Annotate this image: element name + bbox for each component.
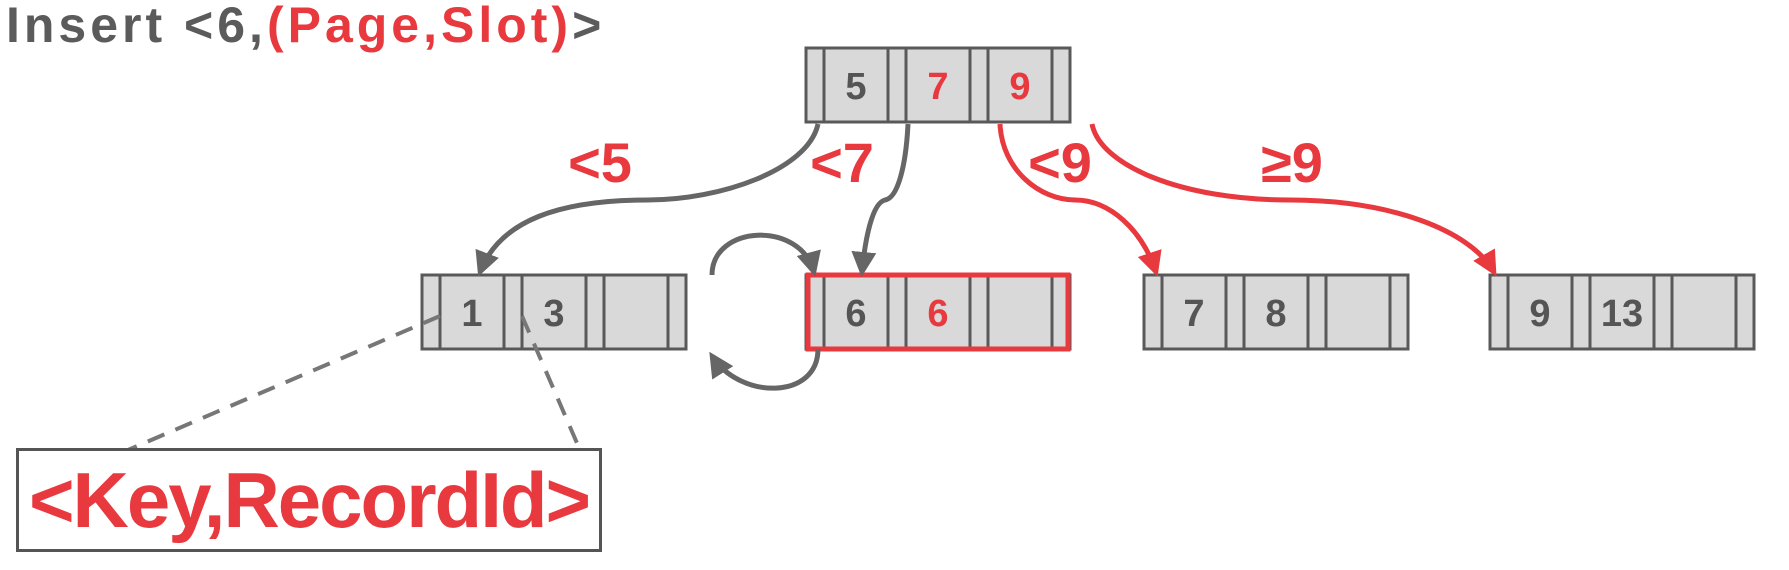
title-highlight: (Page,Slot) — [266, 0, 573, 53]
leaf-node-3-key-label: 8 — [1265, 293, 1286, 335]
leaf-node-4-pointer-slot — [1652, 273, 1674, 351]
leaf-node-1-pointer-slot — [502, 273, 524, 351]
edge-lt9 — [997, 123, 1162, 277]
leaf-node-1-pointer-slot — [420, 273, 442, 351]
leaf-node-1-key-cell — [520, 273, 588, 351]
legend-label: <Key,RecordId> — [28, 455, 591, 544]
leaf-node-2-key-cell — [986, 273, 1054, 351]
leaf-node-4-key-label: 9 — [1529, 293, 1550, 335]
entry-dashed-line-left — [127, 314, 441, 452]
edge-lt5 — [475, 123, 821, 277]
leaf-node-3-key-label: 7 — [1183, 293, 1204, 335]
leaf-node-3-pointer-slot — [1142, 273, 1164, 351]
leaf-node-1-pointer-slot — [666, 273, 688, 351]
root-node-key-cell — [822, 46, 890, 124]
leaf-node-4-key-cell — [1670, 273, 1738, 351]
root-node-pointer-slot — [804, 46, 826, 124]
leaf-node-3-pointer-slot — [1306, 273, 1328, 351]
leaf-node-4-pointer-slot — [1570, 273, 1592, 351]
root-node-pointer-slot — [1050, 46, 1072, 124]
entry-dashed-line-right — [520, 315, 582, 451]
sibling-prev-arrow — [709, 348, 821, 391]
page-title: Insert <6,(Page,Slot)> — [6, 0, 605, 54]
leaf-node-1-key-label: 3 — [543, 293, 564, 335]
leaf-node-3-pointer-slot — [1388, 273, 1410, 351]
leaf-node-3-key-cell — [1160, 273, 1228, 351]
root-node-pointer-slot — [886, 46, 908, 124]
edge-label: <5 — [568, 131, 632, 194]
leaf-node-2-key-label: 6 — [845, 293, 866, 335]
title-prefix: Insert <6, — [6, 0, 267, 53]
leaf-node-1-key-cell — [438, 273, 506, 351]
leaf-node-1-key-label: 1 — [461, 293, 482, 335]
leaf-node-1-pointer-slot — [584, 273, 606, 351]
root-node-key-label: 7 — [927, 66, 948, 108]
leaf-node-2-pointer-slot — [886, 273, 908, 351]
leaf-node-4-pointer-slot — [1488, 273, 1510, 351]
root-node-key-label: 9 — [1009, 66, 1030, 108]
leaf-node-3-key-cell — [1324, 273, 1392, 351]
edge-label: ≥9 — [1261, 131, 1323, 194]
leaf-node-3-pointer-slot — [1224, 273, 1246, 351]
sibling-next-arrow — [709, 232, 821, 277]
edge-ge9 — [1089, 123, 1497, 277]
leaf-node-2-pointer-slot — [968, 273, 990, 351]
legend-box: <Key,RecordId> — [16, 448, 602, 552]
edge-label: <9 — [1028, 131, 1092, 194]
leaf-node-2-key-label: 6 — [927, 293, 948, 335]
title-suffix: > — [572, 0, 606, 53]
leaf-node-2-highlight-border — [805, 272, 1071, 352]
edge-label: <7 — [810, 131, 874, 194]
leaf-node-4-key-label: 13 — [1601, 293, 1643, 335]
leaf-node-4-pointer-slot — [1734, 273, 1756, 351]
root-node-key-label: 5 — [845, 66, 866, 108]
root-node-pointer-slot — [968, 46, 990, 124]
edge-lt7 — [851, 123, 911, 277]
leaf-node-4-key-cell — [1506, 273, 1574, 351]
leaf-node-1-key-cell — [602, 273, 670, 351]
